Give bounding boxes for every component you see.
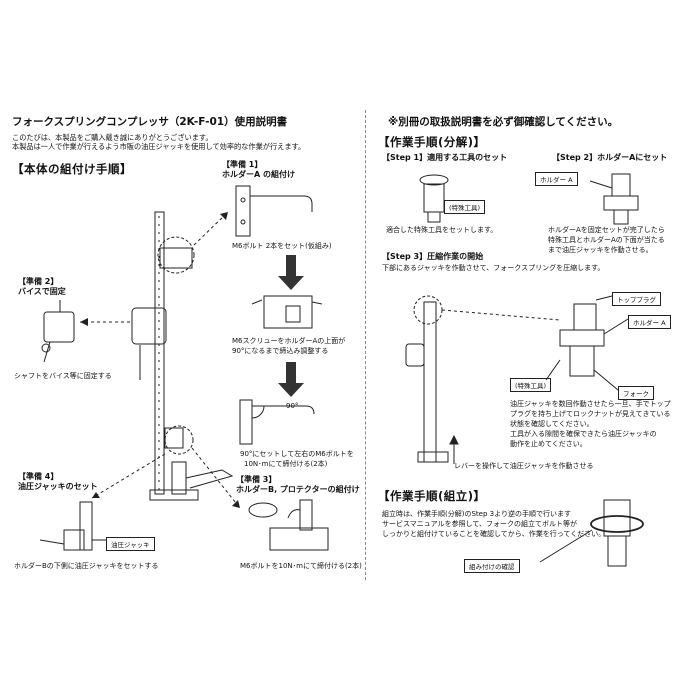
angle-drawing bbox=[239, 399, 315, 445]
prep1-tighten-caption-1: 90°にセットして左右のM6ボルトを bbox=[240, 450, 354, 458]
step3-detail-drawing bbox=[545, 295, 629, 391]
page-title: フォークスプリングコンプレッサ（2K-F-01）使用説明書 bbox=[12, 116, 288, 128]
assembly-section-title: 【本体の組付け手順】 bbox=[12, 162, 132, 176]
intro-line-1: このたびは、本製品をご購入戴き誠にありがとうございます。 bbox=[12, 133, 213, 142]
holder-a-drawing bbox=[235, 185, 313, 237]
step3-holder-label: ホルダー A bbox=[628, 315, 671, 329]
step3-intro: 下部にあるジャッキを作動させて、フォークスプリングを圧縮します。 bbox=[382, 264, 605, 272]
disassembly-section-title: 【作業手順(分解)】 bbox=[378, 135, 486, 149]
prep1-title: 【準備 1】 bbox=[222, 160, 263, 169]
prep2-caption: シャフトをバイス等に固定する bbox=[14, 372, 112, 380]
prep2-title: 【準備 2】 bbox=[18, 277, 59, 286]
prep1-bolt-caption: M6ボルト 2本をセット(仮組み) bbox=[232, 242, 332, 250]
callout-arrows bbox=[80, 211, 241, 509]
prep4-caption: ホルダーBの下側に油圧ジャッキをセットする bbox=[14, 562, 159, 570]
step1-caption: 適合した特殊工具をセットします。 bbox=[386, 226, 498, 234]
step2-caption-2: 特殊工具とホルダーAの下面が当たる bbox=[548, 236, 665, 244]
holder-a-detail-circle bbox=[157, 236, 195, 274]
prep4-title: 【準備 4】 bbox=[18, 472, 59, 481]
down-arrows bbox=[278, 255, 304, 397]
fork-label: フォーク bbox=[618, 386, 654, 400]
top-plug-label: トッププラグ bbox=[612, 292, 661, 306]
prep2-subtitle: バイスで固定 bbox=[18, 287, 66, 296]
step1-tool-drawing bbox=[419, 174, 449, 223]
screw-adjust-drawing bbox=[251, 295, 323, 329]
prep4-subtitle: 油圧ジャッキのセット bbox=[18, 482, 98, 491]
check-label: 組み付けの確認 bbox=[464, 559, 520, 573]
prep3-title: 【準備 3】 bbox=[236, 475, 277, 484]
step2-holder-label: ホルダー A bbox=[535, 172, 578, 186]
step2-caption-3: まで油圧ジャッキを作動させる。 bbox=[548, 246, 653, 254]
prep1-tighten-caption-2: 10N･mにて締付ける(2本) bbox=[244, 460, 328, 468]
holder-b-protector-drawing bbox=[248, 499, 329, 551]
assembly-caption-1: 組立時は、作業手順(分解)のStep 3より逆の手順で行います bbox=[382, 510, 571, 518]
arrow-heads bbox=[80, 212, 240, 508]
step2-caption-1: ホルダーAを固定セットが完了したら bbox=[548, 226, 665, 234]
holder-b-detail-circle bbox=[164, 425, 194, 455]
step1-tool-label: (特殊工具) bbox=[444, 200, 486, 214]
intro-line-2: 本製品は一人で作業が行えるよう市販の油圧ジャッキを使用して効率的な作業が行えます… bbox=[12, 142, 306, 151]
assembly-caption-3: しっかりと組付けていることを確認してから、作業を行ってください。 bbox=[382, 530, 606, 538]
step1-title: 【Step 1】適用する工具のセット bbox=[382, 153, 508, 162]
jack-label: 油圧ジャッキ bbox=[106, 537, 155, 551]
step2-title: 【Step 2】ホルダーAにセット bbox=[552, 153, 668, 162]
step3-title: 【Step 3】圧縮作業の開始 bbox=[382, 252, 484, 261]
lever-caption: レバーを操作して油圧ジャッキを作動させる bbox=[454, 462, 594, 470]
compressor-main-assembly bbox=[131, 211, 234, 501]
step3-caption-1: 油圧ジャッキを数回作動させたら一旦、手でトップ bbox=[510, 400, 671, 408]
prep3-subtitle: ホルダーB, プロテクターの組付け bbox=[236, 485, 360, 494]
assembly-check-drawing bbox=[539, 499, 644, 567]
step3-caption-2: プラグを持ち上げてロックナットが見えてきている bbox=[510, 410, 671, 418]
step3-caption-4: 工具が入る隙間を確保できたら油圧ジャッキの bbox=[510, 430, 657, 438]
column-divider bbox=[365, 110, 366, 580]
assembly-caption-2: サービスマニュアルを参照して、フォークの組立てボルト等が bbox=[382, 520, 578, 528]
step3-caption-3: 状態を確認してください。 bbox=[510, 420, 594, 428]
step3-detail-circle bbox=[413, 295, 443, 325]
step3-compression-drawing bbox=[405, 301, 459, 464]
prep1-screw-caption-1: M6スクリューをホルダーAの上面が bbox=[232, 337, 346, 345]
jack-drawing bbox=[39, 501, 106, 551]
prep1-subtitle: ホルダーA の組付け bbox=[222, 170, 295, 179]
warning-note: ※別冊の取扱説明書を必ず御確認してください。 bbox=[388, 116, 619, 128]
step3-tool-label: (特殊工具) bbox=[510, 378, 552, 392]
assembly-title: 【作業手順(組立)】 bbox=[378, 489, 486, 503]
prep3-caption: M6ボルトを10N･mにて締付ける(2本) bbox=[240, 562, 362, 570]
vise-drawing bbox=[41, 300, 75, 363]
step2-holder-drawing bbox=[589, 173, 639, 225]
step3-caption-5: 動作を止めてください。 bbox=[510, 440, 587, 448]
prep1-screw-caption-2: 90°になるまで締込み調整する bbox=[232, 347, 329, 355]
